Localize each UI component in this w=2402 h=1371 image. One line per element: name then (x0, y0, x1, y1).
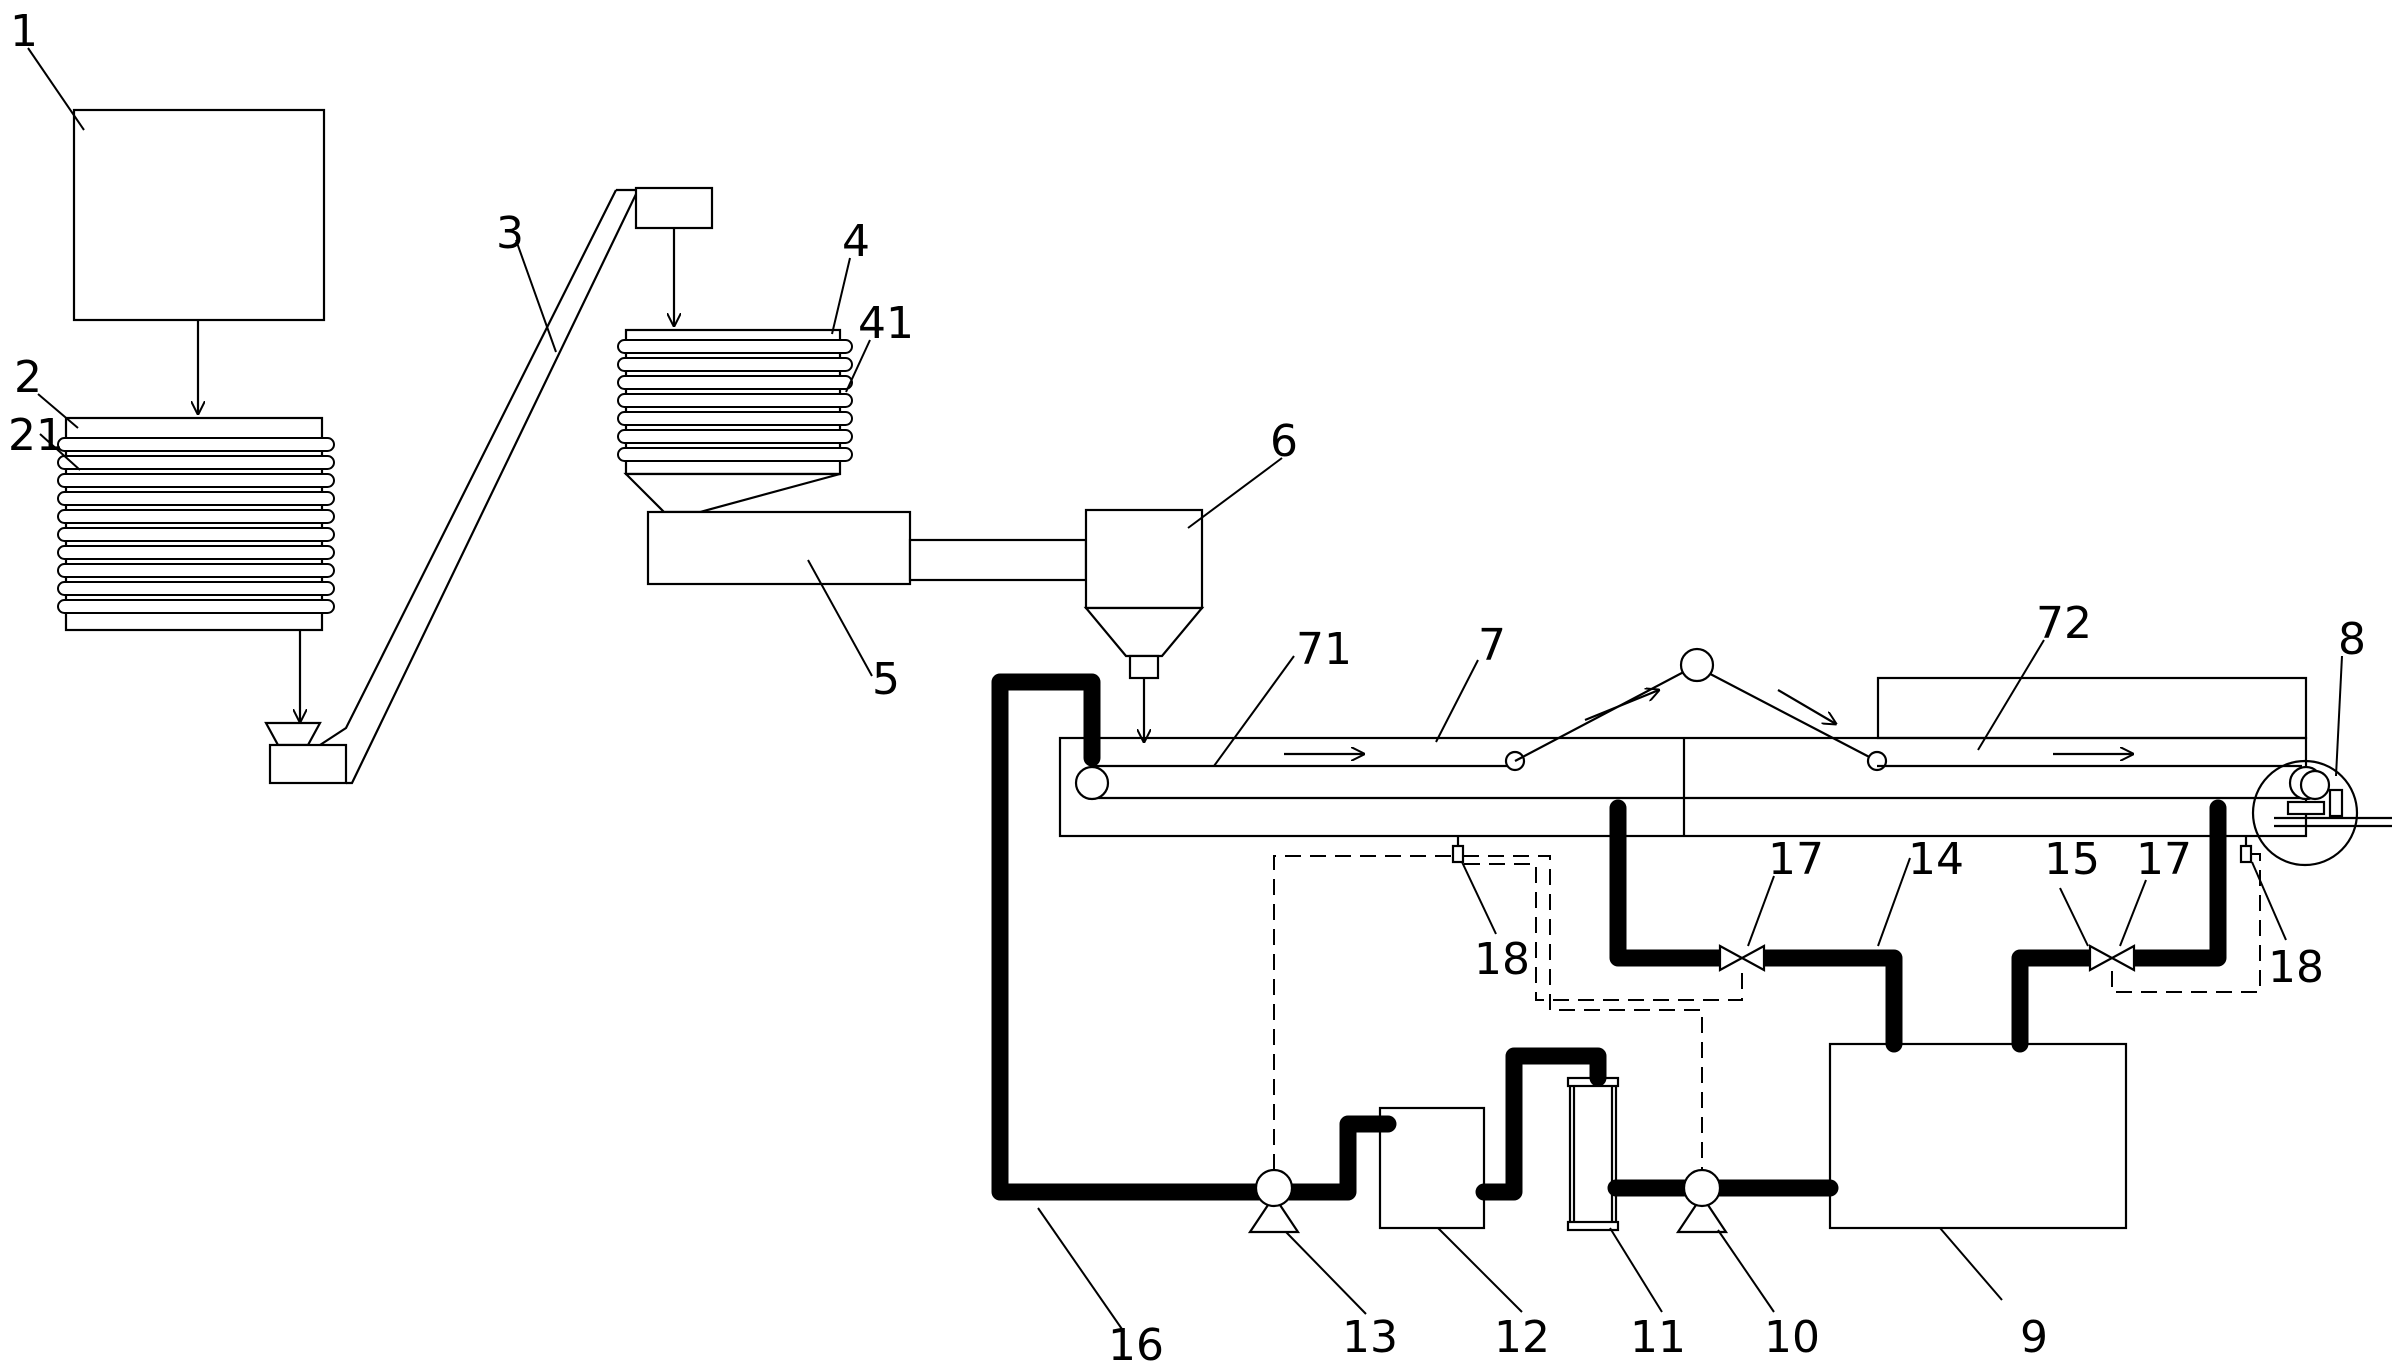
coil-turn (57, 473, 335, 488)
pipe-16 (991, 673, 1275, 1201)
flow-arrows (1284, 690, 2133, 754)
valve-17-left (1718, 944, 1766, 972)
coil-turn (57, 491, 335, 506)
cutter-8 (2251, 759, 2392, 867)
pump-13 (1247, 1168, 1301, 1234)
label-5: 5 (872, 654, 900, 705)
sensor-18-left (1451, 836, 1465, 864)
coil-turn (617, 393, 853, 408)
pipe-15 (2011, 799, 2227, 1053)
coil-turn (617, 357, 853, 372)
coil-turn (57, 545, 335, 560)
label-7: 7 (1478, 620, 1506, 671)
coil-turn (57, 599, 335, 614)
coil-turn (57, 581, 335, 596)
belt-72 (1877, 764, 2324, 801)
filter-11 (1566, 1076, 1620, 1232)
tank-9 (1828, 1042, 2128, 1230)
label-1: 1 (10, 6, 38, 57)
sensor-18-right (2239, 836, 2253, 864)
silo-6 (1083, 508, 1205, 680)
label-8: 8 (2338, 614, 2366, 665)
label-18-right: 18 (2268, 942, 2324, 993)
valve-17-right (2088, 944, 2136, 972)
label-10: 10 (1764, 1312, 1820, 1363)
control-lines (1273, 853, 2261, 1170)
leader-lines (27, 47, 2343, 1333)
coil-turn (617, 339, 853, 354)
hopper (264, 721, 348, 785)
coil-turn (617, 375, 853, 390)
label-9: 9 (2020, 1312, 2048, 1363)
label-11: 11 (1630, 1312, 1686, 1363)
label-6: 6 (1270, 416, 1298, 467)
label-3: 3 (496, 208, 524, 259)
machine-frame-7 (1058, 736, 2308, 838)
coil-turn (57, 509, 335, 524)
label-18-left: 18 (1474, 934, 1530, 985)
label-12: 12 (1494, 1312, 1550, 1363)
coil-turn (617, 447, 853, 462)
pipe-13-to-12 (1273, 1115, 1397, 1201)
coil-turn (617, 411, 853, 426)
pipe-14 (1609, 799, 1903, 1053)
belt-upper-roller (1514, 647, 1888, 772)
label-2: 2 (14, 352, 42, 403)
coil-turn (617, 429, 853, 444)
coil-turn (57, 563, 335, 578)
label-4: 4 (842, 216, 870, 267)
heating-coil-41 (617, 339, 853, 462)
label-17-right: 17 (2136, 834, 2192, 885)
coil-turn (57, 437, 335, 452)
label-13: 13 (1342, 1312, 1398, 1363)
coil-turn (57, 455, 335, 470)
unit-5-box (646, 510, 1088, 586)
pump-10 (1675, 1168, 1729, 1234)
label-21: 21 (8, 410, 64, 461)
unit-1-box (72, 108, 326, 322)
label-17-left: 17 (1768, 834, 1824, 885)
coil-turn (57, 527, 335, 542)
label-41: 41 (858, 298, 914, 349)
label-15: 15 (2044, 834, 2100, 885)
label-16: 16 (1108, 1320, 1164, 1371)
pipe-12-to-11 (1475, 1047, 1607, 1201)
belt-71 (1074, 750, 2302, 801)
heating-coil-21 (57, 437, 335, 614)
press-box-72 (1876, 676, 2308, 740)
label-14: 14 (1908, 834, 1964, 885)
label-71: 71 (1296, 624, 1352, 675)
reference-numerals: 1 2 21 3 4 41 5 6 71 7 72 8 17 14 15 17 … (8, 6, 2366, 1371)
tank-12 (1378, 1106, 1486, 1230)
label-72: 72 (2036, 598, 2092, 649)
inclined-elevator-3 (319, 186, 714, 785)
